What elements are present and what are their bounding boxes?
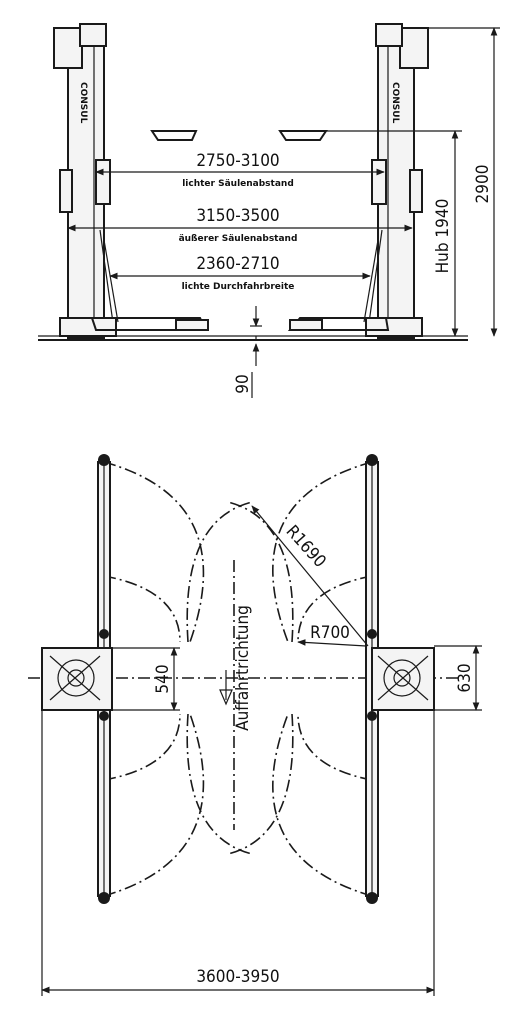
front-view: CONSUL CONSUL 2750-3100 lichter Säulenab…	[38, 23, 500, 398]
label-drive-through: lichte Durchfahrbreite	[182, 282, 295, 292]
dim-lift-stroke: Hub 1940	[433, 199, 453, 274]
right-base-plate	[371, 647, 435, 711]
lift-pad-right-raised	[278, 130, 328, 141]
lift-pad-left-raised	[150, 130, 198, 141]
dim-inner-clearance: 2750-3100	[196, 151, 279, 171]
dim-total-height: 2900	[473, 165, 493, 204]
dim-arm-gap-left: 540	[153, 664, 173, 693]
right-column: CONSUL	[363, 23, 429, 339]
dim-base-right: 630	[455, 663, 475, 692]
dim-overall-length: 3600-3950	[196, 967, 279, 987]
top-view: R1690 R700 Auffahrtrichtung 540 630 3600…	[28, 454, 482, 996]
left-column: CONSUL	[53, 23, 119, 339]
brand-text-left: CONSUL	[78, 82, 88, 124]
label-outer-width: äußerer Säulenabstand	[179, 234, 298, 244]
dim-outer-width: 3150-3500	[196, 206, 279, 226]
dim-drive-through: 2360-2710	[196, 254, 279, 274]
dim-radius-small: R700	[310, 623, 350, 643]
drive-direction-arrow-icon	[219, 670, 233, 706]
brand-text-right: CONSUL	[390, 82, 400, 124]
label-inner-clearance: lichter Säulenabstand	[182, 179, 294, 189]
label-drive-direction: Auffahrtrichtung	[233, 605, 253, 731]
dim-min-height: 90	[233, 374, 253, 393]
left-base-plate	[41, 647, 113, 711]
dim-radius-large: R1690	[282, 522, 330, 572]
